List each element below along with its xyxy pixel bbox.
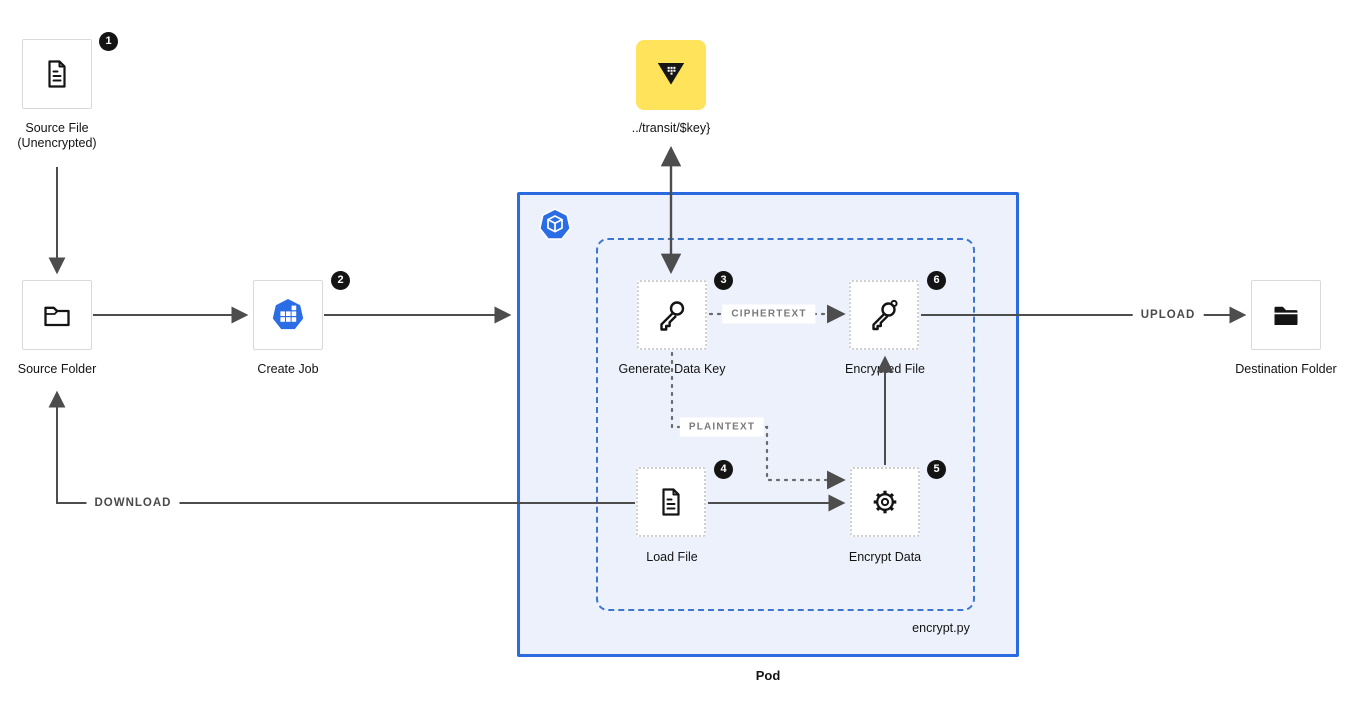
load-file-label: Load File <box>646 550 698 564</box>
plaintext-label: PLAINTEXT <box>679 417 765 437</box>
source-file-label: Source File (Unencrypted) <box>17 121 97 150</box>
vault-icon <box>657 63 685 85</box>
gear-icon <box>873 490 897 514</box>
generate-data-key-label: Generate Data Key <box>618 362 726 376</box>
node-destination-folder <box>1251 280 1321 350</box>
source-folder-label: Source Folder <box>17 362 97 376</box>
node-source-folder <box>22 280 92 350</box>
folder-filled-icon <box>1274 306 1298 325</box>
upload-label: UPLOAD <box>1132 307 1204 323</box>
step-badge-4: 4 <box>714 460 733 479</box>
destination-folder-label: Destination Folder <box>1235 362 1337 376</box>
step-badge-3: 3 <box>714 271 733 290</box>
key-icon <box>660 301 685 331</box>
node-vault <box>636 40 706 110</box>
pod-label: Pod <box>755 668 781 683</box>
step-badge-6: 6 <box>927 271 946 290</box>
kubernetes-pod-icon <box>535 205 575 245</box>
folder-icon <box>44 306 70 327</box>
document-icon <box>48 60 66 88</box>
kubernetes-job-icon <box>272 299 304 330</box>
download-label: DOWNLOAD <box>86 495 180 511</box>
vault-path-label: ../transit/$key} <box>631 121 711 135</box>
step-badge-5: 5 <box>927 460 946 479</box>
step-badge-1: 1 <box>99 32 118 51</box>
node-load-file <box>636 467 706 537</box>
node-create-job <box>253 280 323 350</box>
document-icon <box>662 488 680 516</box>
node-generate-data-key <box>637 280 707 350</box>
node-encrypt-data <box>850 467 920 537</box>
create-job-label: Create Job <box>257 362 319 376</box>
ciphertext-label: CIPHERTEXT <box>722 304 816 324</box>
step-badge-2: 2 <box>331 271 350 290</box>
node-source-file <box>22 39 92 109</box>
node-encrypted-file <box>849 280 919 350</box>
encrypt-script-label: encrypt.py <box>912 621 970 635</box>
encrypted-key-icon <box>872 299 898 331</box>
encrypted-file-label: Encrypted File <box>845 362 925 376</box>
encrypt-data-label: Encrypt Data <box>848 550 922 564</box>
